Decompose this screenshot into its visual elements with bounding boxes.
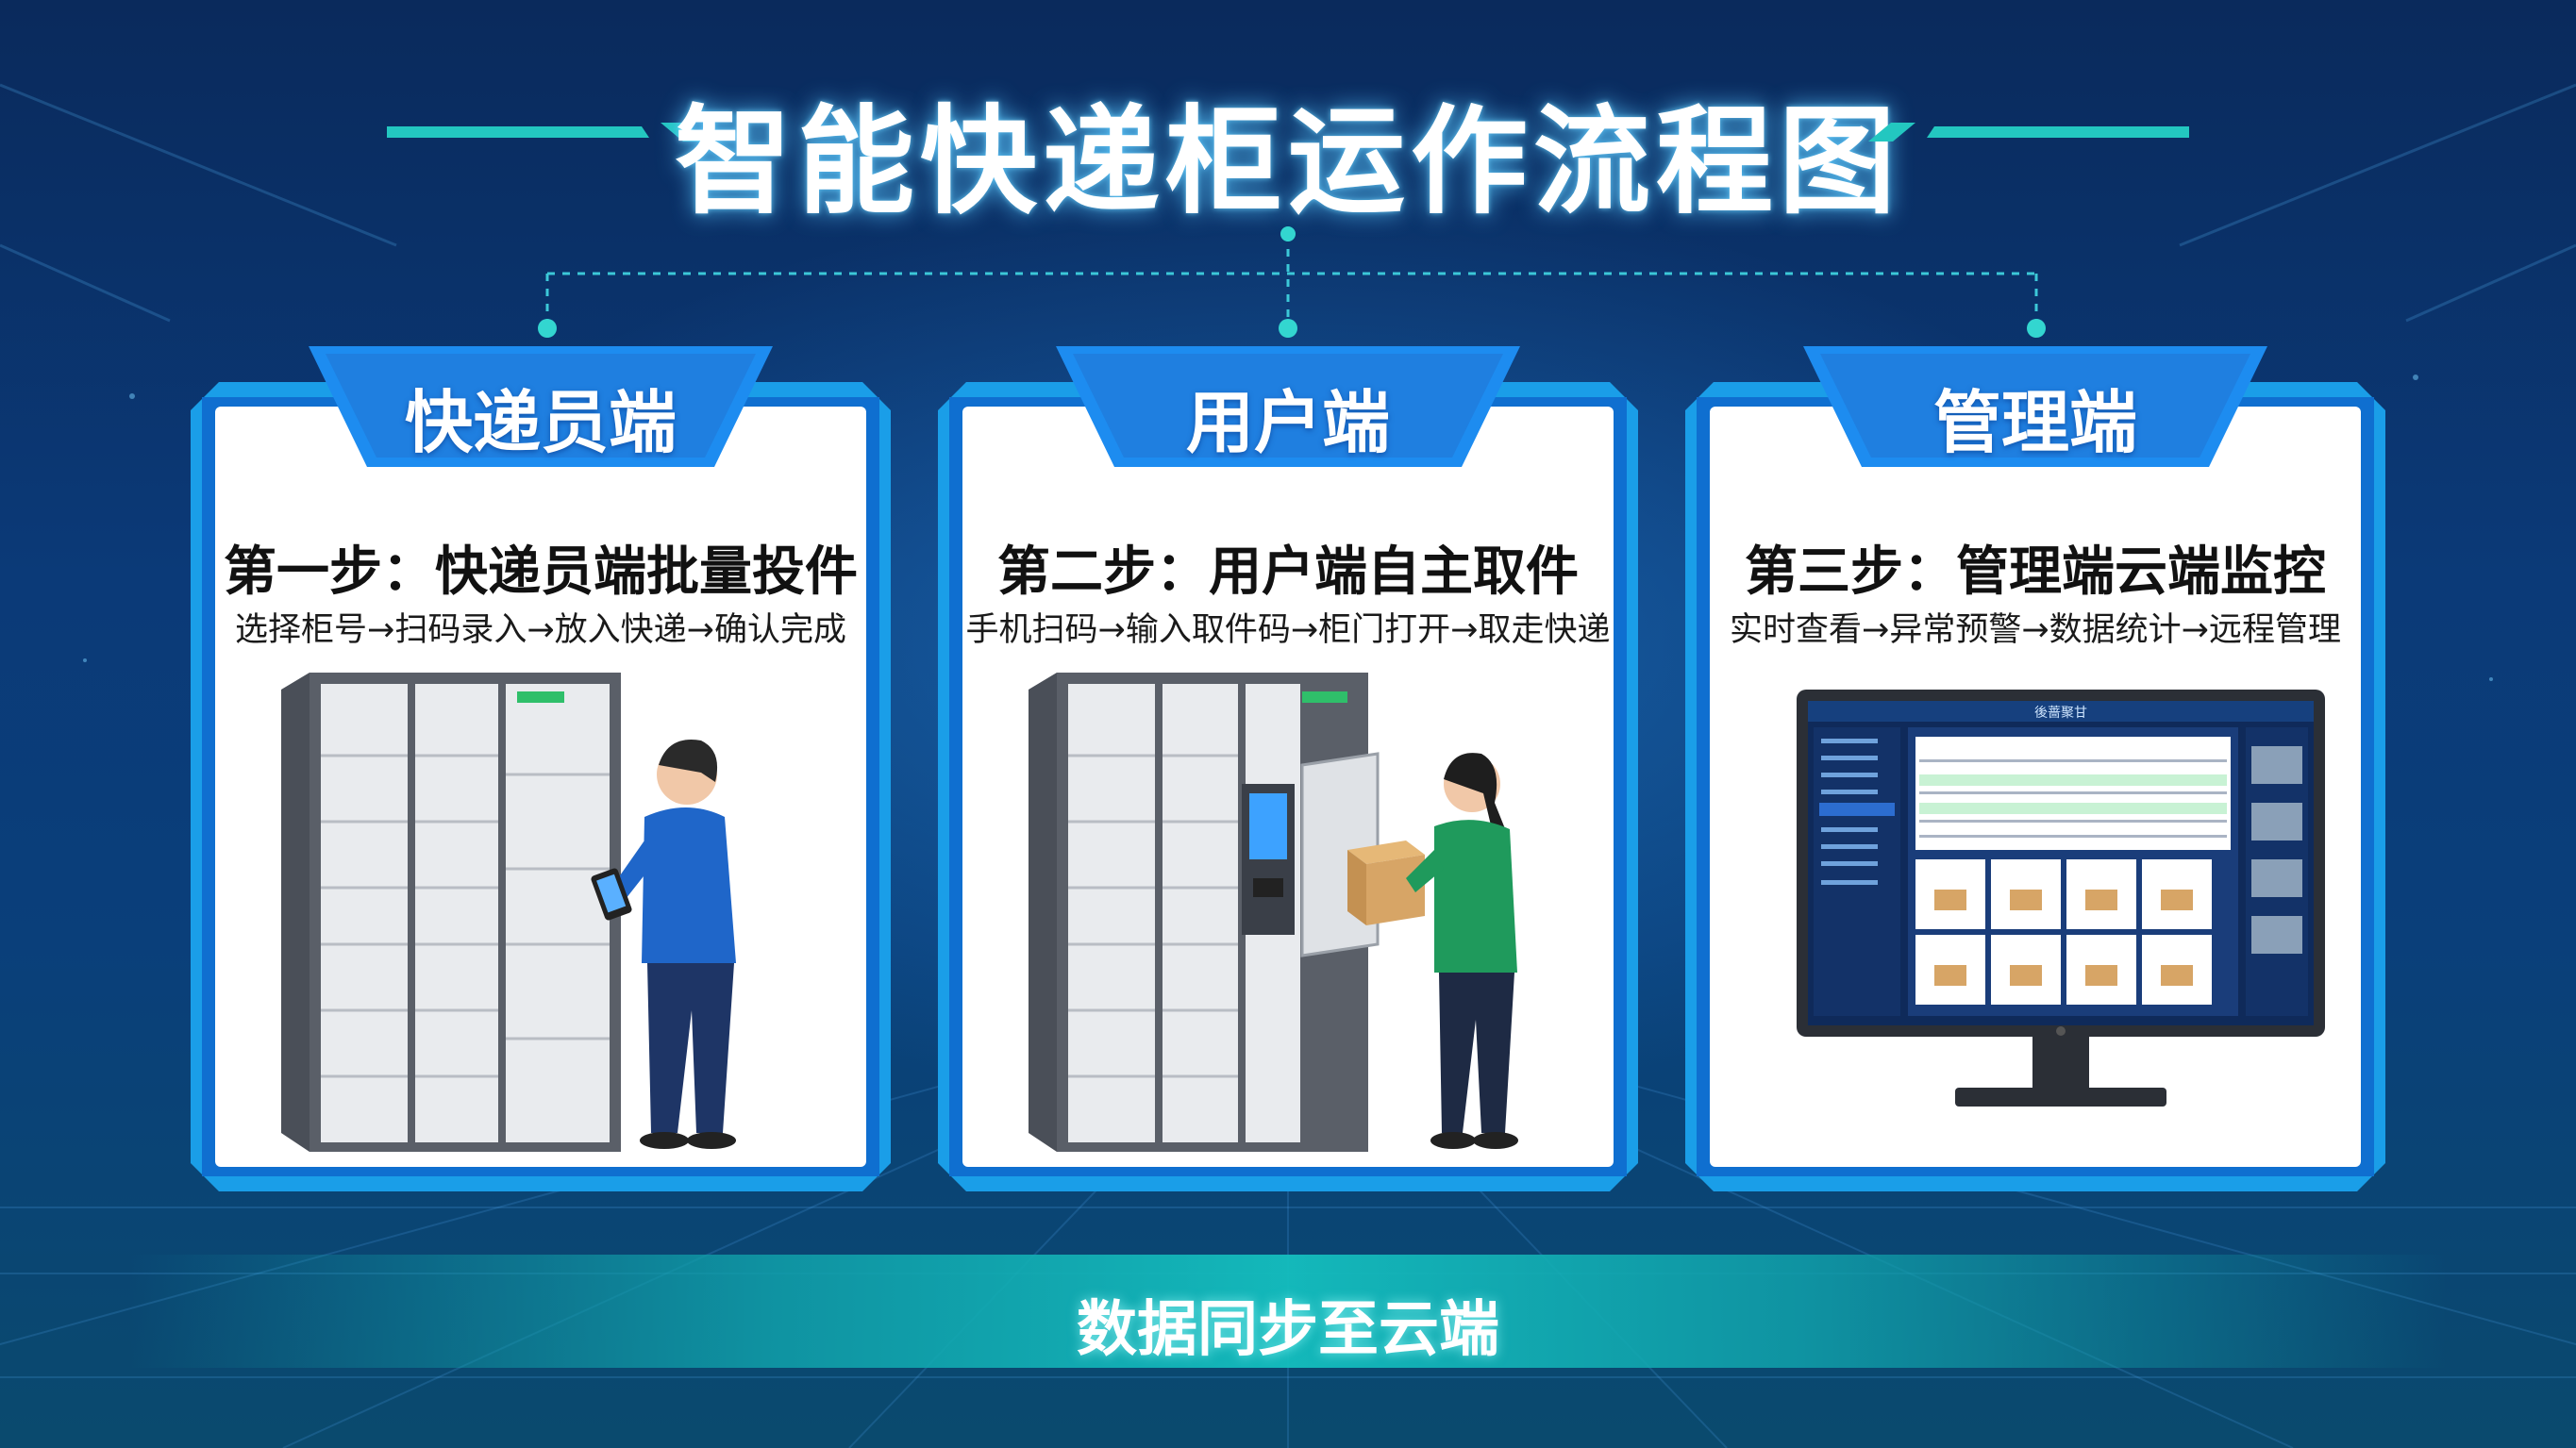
card-admin: 第三步：管理端云端监控 实时查看→异常预警→数据统计→远程管理 後蔷聚甘 xyxy=(1685,346,2385,1191)
card-courier: 第一步：快递员端批量投件 选择柜号→扫码录入→放入快递→确认完成 xyxy=(191,346,891,1191)
user-pickup-illustration xyxy=(1029,673,1518,1152)
step-title: 第二步：用户端自主取件 xyxy=(997,541,1579,603)
card-body: 第二步：用户端自主取件 手机扫码→输入取件码→柜门打开→取走快递 xyxy=(962,407,1614,1167)
user-person-icon xyxy=(1347,753,1518,1149)
parcel-box-icon xyxy=(1347,841,1425,925)
title-deco-left xyxy=(387,123,708,141)
connector-node-right xyxy=(2027,319,2046,338)
connector-node-center xyxy=(1279,319,1297,338)
locker-icon xyxy=(1029,673,1380,1152)
connector-node-left xyxy=(538,319,557,338)
step-title: 第三步：管理端云端监控 xyxy=(1745,541,2326,603)
step-desc: 实时查看→异常预警→数据统计→远程管理 xyxy=(1730,611,2341,649)
cloud-sync-label: 数据同步至云端 xyxy=(1077,1295,1499,1365)
admin-monitor-illustration: 後蔷聚甘 xyxy=(1797,690,2325,1107)
monitor-header-text: 後蔷聚甘 xyxy=(2034,706,2087,721)
courier-person-icon xyxy=(591,740,736,1149)
tab-admin-label: 管理端 xyxy=(1932,383,2137,462)
page-title: 智能快递柜运作流程图 xyxy=(674,94,1901,230)
card-tab-shape xyxy=(1803,346,2267,467)
title-deco-right xyxy=(1868,123,2189,141)
cloud-sync-banner: 数据同步至云端 xyxy=(0,1255,2576,1368)
title-area: 智能快递柜运作流程图 xyxy=(0,66,2576,230)
card-user: 第二步：用户端自主取件 手机扫码→输入取件码→柜门打开→取走快递 xyxy=(938,346,1638,1191)
card-tab-shape xyxy=(309,346,773,467)
courier-locker-illustration xyxy=(281,673,736,1152)
step-title: 第一步：快递员端批量投件 xyxy=(224,541,858,603)
tab-courier-label: 快递员端 xyxy=(404,383,677,462)
step-desc: 选择柜号→扫码录入→放入快递→确认完成 xyxy=(235,611,846,649)
card-body: 第一步：快递员端批量投件 选择柜号→扫码录入→放入快递→确认完成 xyxy=(215,407,866,1167)
tab-user-label: 用户端 xyxy=(1185,383,1390,462)
monitor-icon: 後蔷聚甘 xyxy=(1797,690,2325,1107)
connector-lines xyxy=(538,226,2046,338)
card-body: 第三步：管理端云端监控 实时查看→异常预警→数据统计→远程管理 後蔷聚甘 xyxy=(1710,407,2361,1167)
connector-node-top xyxy=(1280,226,1296,241)
card-tab-shape xyxy=(1056,346,1520,467)
step-desc: 手机扫码→输入取件码→柜门打开→取走快递 xyxy=(965,611,1611,649)
locker-icon xyxy=(281,673,621,1152)
